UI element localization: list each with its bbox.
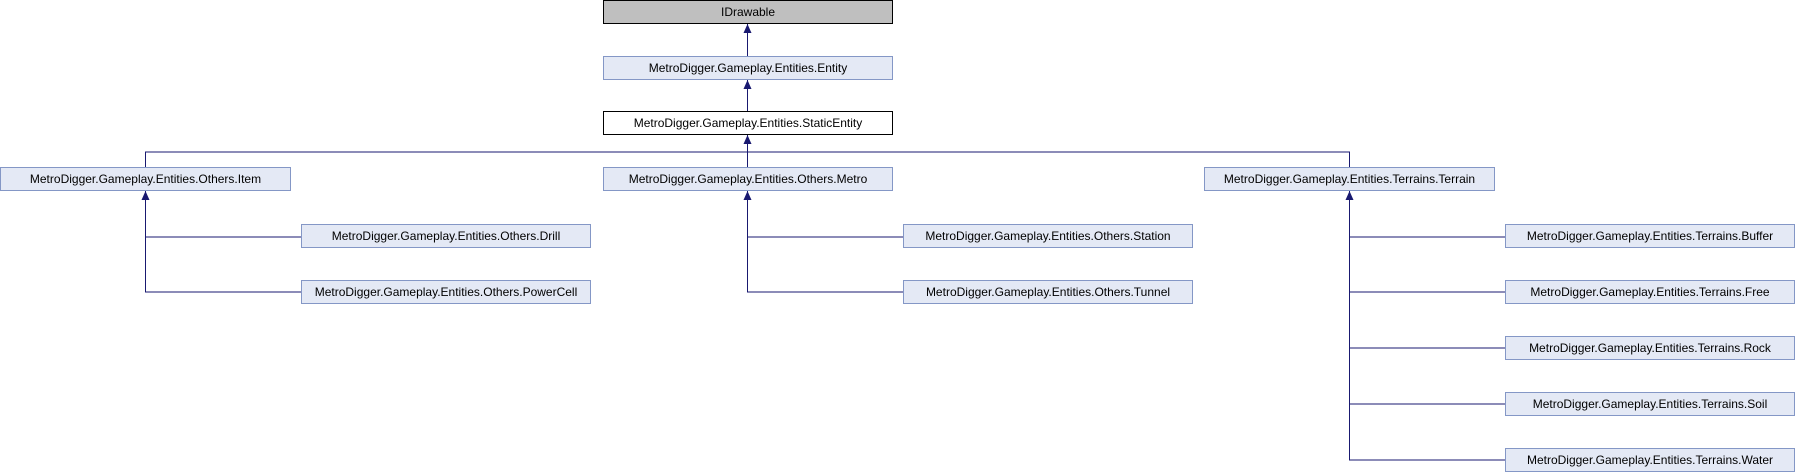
class-item[interactable]: MetroDigger.Gameplay.Entities.Others.Ite… [0,167,291,191]
edge-terrain-children [1349,236,1505,461]
class-idrawable[interactable]: IDrawable [603,0,893,24]
class-terrain[interactable]: MetroDigger.Gameplay.Entities.Terrains.T… [1204,167,1495,191]
class-water[interactable]: MetroDigger.Gameplay.Entities.Terrains.W… [1505,448,1795,472]
class-metro[interactable]: MetroDigger.Gameplay.Entities.Others.Met… [603,167,893,191]
edge-metro-children [747,236,903,293]
class-drill[interactable]: MetroDigger.Gameplay.Entities.Others.Dri… [301,224,591,248]
class-entity[interactable]: MetroDigger.Gameplay.Entities.Entity [603,56,893,80]
edge-item-children [145,236,301,293]
class-rock[interactable]: MetroDigger.Gameplay.Entities.Terrains.R… [1505,336,1795,360]
edge-level3-staticentity [145,151,1350,167]
class-static-entity: MetroDigger.Gameplay.Entities.StaticEnti… [603,111,893,135]
class-free[interactable]: MetroDigger.Gameplay.Entities.Terrains.F… [1505,280,1795,304]
class-powercell[interactable]: MetroDigger.Gameplay.Entities.Others.Pow… [301,280,591,304]
class-buffer[interactable]: MetroDigger.Gameplay.Entities.Terrains.B… [1505,224,1795,248]
class-station[interactable]: MetroDigger.Gameplay.Entities.Others.Sta… [903,224,1193,248]
class-tunnel[interactable]: MetroDigger.Gameplay.Entities.Others.Tun… [903,280,1193,304]
class-soil[interactable]: MetroDigger.Gameplay.Entities.Terrains.S… [1505,392,1795,416]
